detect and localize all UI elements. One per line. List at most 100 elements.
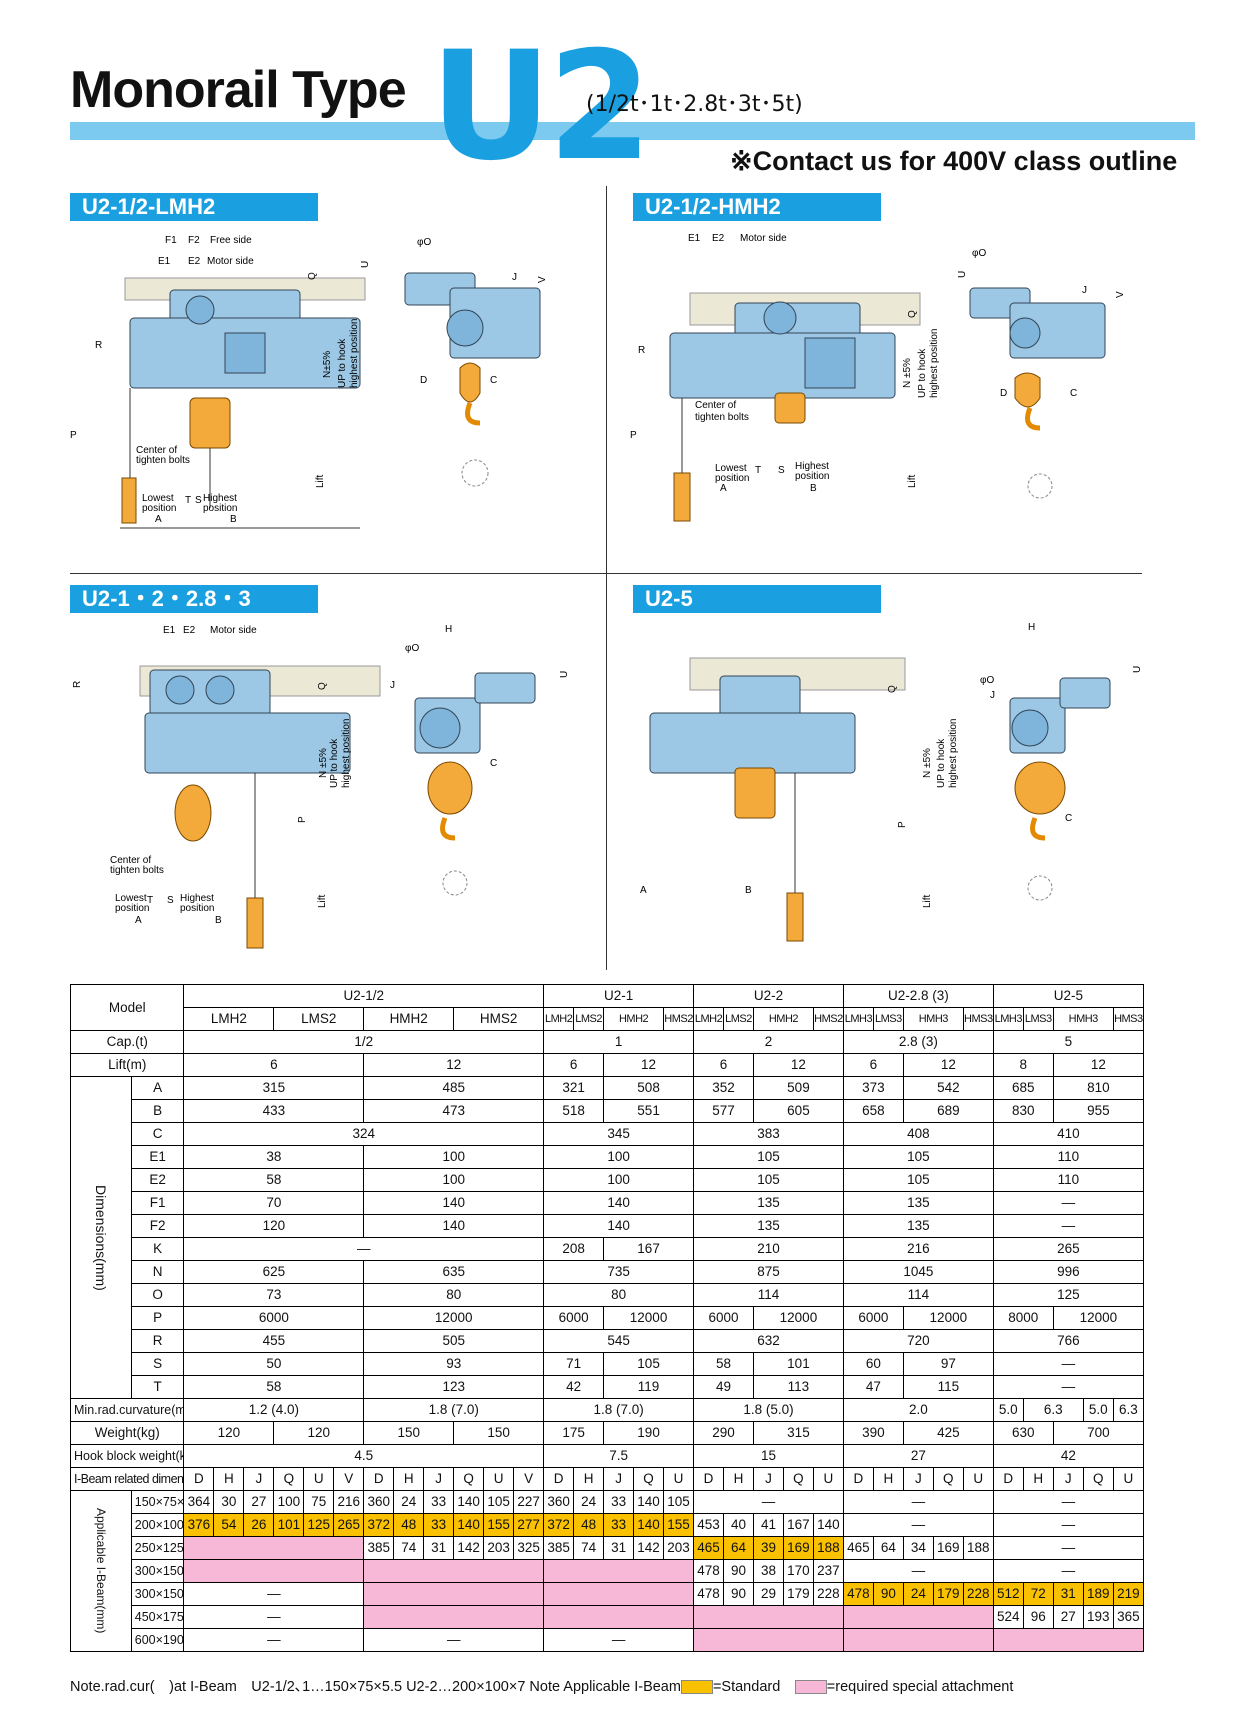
svg-text:V: V [1115,291,1126,298]
table-cell: V [513,1467,545,1491]
svg-text:φO: φO [980,675,994,686]
table-cell: HMH2 [363,1007,455,1031]
table-cell: 72 [1022,1582,1054,1606]
svg-text:B: B [215,915,222,926]
table-cell: 6 [842,1053,904,1077]
table-cell: 12 [603,1053,695,1077]
table-cell: LMS3 [872,1007,904,1031]
svg-text:Highest: Highest [203,493,237,504]
table-cell: Q [633,1467,665,1491]
table-cell: 31 [603,1536,635,1560]
table-cell: 169 [932,1536,964,1560]
table-cell: D [992,1467,1024,1491]
table-cell: 955 [1052,1099,1145,1123]
table-cell: 6000 [183,1306,365,1330]
table-cell: D [693,1467,724,1491]
table-cell: C [130,1122,185,1146]
svg-text:φO: φO [405,643,419,654]
table-cell: 140 [363,1191,545,1215]
table-cell [693,1628,844,1652]
svg-text:J: J [512,272,517,283]
table-cell: 140 [363,1214,545,1238]
table-cell: 64 [872,1536,904,1560]
table-cell [842,1628,994,1652]
table-cell: 150 [363,1421,455,1445]
table-cell: 265 [992,1237,1145,1261]
table-cell: 455 [183,1329,365,1353]
svg-text:S: S [195,495,202,506]
table-cell: 64 [723,1536,754,1560]
table-cell: 119 [603,1375,695,1399]
table-cell: 24 [573,1490,605,1514]
svg-text:Center of: Center of [136,445,177,456]
table-cell: LMH3 [842,1007,874,1031]
svg-text:UP to hook: UP to hook [337,338,348,388]
table-cell [183,1559,365,1583]
table-cell: 2 [693,1030,844,1054]
table-cell: 15 [693,1444,844,1468]
svg-text:C: C [490,375,497,386]
table-cell: — [842,1559,994,1583]
table-cell: 12000 [603,1306,695,1330]
svg-text:Lift: Lift [317,894,328,908]
table-cell: H [872,1467,904,1491]
table-cell: U2-2.8 (3) [842,984,994,1008]
table-cell: 74 [393,1536,425,1560]
svg-text:U: U [559,671,570,678]
table-cell: 410 [992,1122,1145,1146]
svg-text:U: U [360,261,371,268]
table-cell: HMS3 [962,1007,994,1031]
table-cell: 12000 [752,1306,844,1330]
table-cell: 100 [363,1168,545,1192]
label-free-side: Free side [210,235,252,246]
table-cell: 689 [902,1099,994,1123]
svg-text:Lowest: Lowest [715,463,747,474]
table-cell: HMS2 [812,1007,844,1031]
table-cell: 830 [992,1099,1054,1123]
table-cell: 6 [693,1053,754,1077]
table-cell: 150 [453,1421,545,1445]
legend-standard-swatch [680,1680,713,1695]
svg-text:Motor side: Motor side [210,625,257,636]
svg-text:N ±5%: N ±5% [318,748,329,778]
table-cell: 465 [693,1536,724,1560]
table-cell: 41 [752,1513,784,1537]
svg-text:tighten bolts: tighten bolts [110,865,164,876]
table-cell: 90 [872,1582,904,1606]
svg-text:U: U [1132,666,1143,673]
table-cell: HMH3 [1052,1007,1114,1031]
table-cell: — [992,1536,1145,1560]
table-cell [693,1605,844,1629]
table-cell: 49 [693,1375,754,1399]
svg-text:P: P [297,816,308,823]
table-cell: 97 [902,1352,994,1376]
table-cell: U2-1/2 [183,984,545,1008]
table-cell: 875 [693,1260,844,1284]
table-cell: 140 [633,1490,665,1514]
table-cell: 175 [543,1421,605,1445]
table-cell: 105 [483,1490,515,1514]
table-cell: 80 [363,1283,545,1307]
table-cell [363,1605,545,1629]
table-cell: Weight(kg) [69,1421,185,1445]
table-cell: 250×125×7.5 [130,1536,185,1560]
table-cell: 473 [363,1099,545,1123]
table-cell: H [393,1467,425,1491]
table-cell: J [243,1467,275,1491]
table-cell: U [663,1467,695,1491]
table-cell: 74 [573,1536,605,1560]
table-cell: 110 [992,1145,1145,1169]
table-cell: 6000 [693,1306,754,1330]
table-cell: 135 [842,1191,994,1215]
table-cell: 54 [213,1513,245,1537]
svg-text:UP to hook: UP to hook [936,738,947,788]
table-cell: 27 [842,1444,994,1468]
table-cell: 605 [752,1099,844,1123]
table-cell: 27 [1052,1605,1084,1629]
svg-text:Q: Q [307,272,318,280]
table-cell: 577 [693,1099,754,1123]
table-cell [543,1559,695,1583]
svg-text:A: A [135,915,142,926]
table-cell: 1 [543,1030,695,1054]
